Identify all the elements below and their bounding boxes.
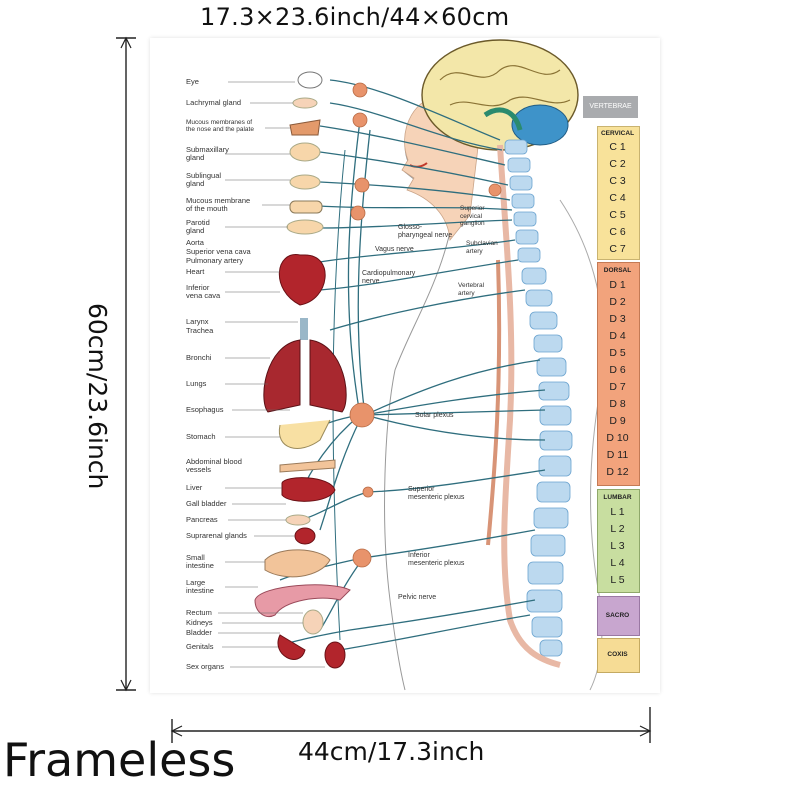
coxis-block [597, 638, 640, 673]
sacro-title: SACRO [605, 612, 630, 619]
ganglia [349, 82, 502, 568]
label-genitals: Genitals [186, 642, 214, 651]
label-large-intestine: Large intestine [186, 578, 214, 595]
vertebra-l4: L 4 [610, 557, 625, 569]
label-subclavian-artery: Subclavian artery [466, 240, 498, 255]
vertebra-l2: L 2 [610, 523, 625, 535]
label-vertebral-artery: Vertebral artery [458, 282, 485, 297]
vertebra-d7: D 7 [609, 381, 626, 393]
cervical-block [597, 126, 640, 260]
label-gall-bladder: Gall bladder [186, 499, 227, 508]
organs [254, 71, 351, 669]
label-liver: Liver [186, 483, 203, 492]
label-stomach: Stomach [186, 432, 216, 441]
label-parotid: Parotid gland [186, 218, 210, 235]
label-vagus-nerve: Vagus nerve [375, 246, 414, 253]
lumbar-block [597, 489, 640, 593]
spine [504, 139, 573, 657]
lumbar-title: LUMBAR [603, 494, 632, 501]
label-larynx: Larynx [186, 317, 209, 326]
sacro-block [597, 596, 640, 636]
coxis-title: COXIS [607, 651, 628, 658]
vertebra-c4: C 4 [609, 192, 626, 204]
label-solar-plexus: Solar plexus [415, 412, 454, 419]
label-small-intestine: Small intestine [186, 553, 214, 570]
cervical-title: CERVICAL [600, 130, 635, 137]
label-heart: Heart [186, 267, 205, 276]
frameless-label: Frameless [3, 733, 236, 787]
label-rectum: Rectum [186, 608, 212, 617]
label-lachrymal-gland: Lachrymal gland [186, 98, 242, 107]
vertebrae-header: VERTEBRAE [583, 96, 638, 118]
label-sublingual: Sublingual gland [186, 171, 222, 188]
vertebra-c3: C 3 [609, 175, 626, 187]
label-submaxillary: Submaxillary gland [186, 145, 229, 162]
vertebra-d2: D 2 [609, 296, 626, 308]
label-abdominal-blood-vessels: Abdominal blood vessels [186, 457, 242, 474]
label-inferior-vena-cava: Inferior vena cava [186, 283, 221, 300]
vertebra-c5: C 5 [609, 209, 626, 221]
label-suprarenal-glands: Suprarenal glands [186, 531, 247, 540]
label-bladder: Bladder [186, 628, 212, 637]
vertebra-d1: D 1 [609, 279, 626, 291]
label-pulmonary-artery: Pulmonary artery [186, 256, 244, 265]
label-mucous-mouth: Mucous membrane of the mouth [186, 196, 251, 213]
vertebra-d3: D 3 [609, 313, 626, 325]
dorsal-block [597, 262, 640, 486]
width-label: 44cm/17.3inch [298, 737, 485, 766]
vertebra-d9: D 9 [609, 415, 626, 427]
vertebra-d5: D 5 [609, 347, 626, 359]
label-mucous-nose: Mucous membranes of the nose and the pal… [186, 119, 254, 133]
label-esophagus: Esophagus [186, 405, 224, 414]
vertebra-d12: D 12 [606, 466, 629, 478]
vertebra-l3: L 3 [610, 540, 625, 552]
label-superior-mesenteric-plexus: Superior mesenteric plexus [408, 486, 465, 501]
vertebra-d6: D 6 [609, 364, 626, 376]
vertebra-d10: D 10 [606, 432, 629, 444]
vertebra-c1: C 1 [609, 141, 626, 153]
label-eye: Eye [186, 77, 199, 86]
vertebra-d4: D 4 [609, 330, 626, 342]
label-superior-cervical-ganglion: Superior cervical ganglion [460, 205, 485, 227]
vertebra-d8: D 8 [609, 398, 626, 410]
vertebra-l5: L 5 [610, 574, 625, 586]
label-lungs: Lungs [186, 379, 207, 388]
label-kidneys: Kidneys [186, 618, 213, 627]
size-label: 17.3×23.6inch/44×60cm [200, 3, 510, 31]
label-glosso-pharyngeal-nerve: Glosso- pharyngeal nerve [398, 224, 453, 239]
label-cardiopulmonary-nerve: Cardiopulmonary nerve [362, 270, 416, 285]
vertebra-c7: C 7 [609, 243, 626, 255]
leader-lines [218, 81, 325, 668]
dorsal-title: DORSAL [603, 267, 632, 274]
vertebra-c2: C 2 [609, 158, 626, 170]
label-inferior-mesenteric-plexus: Inferior mesenteric plexus [408, 552, 465, 567]
label-sex-organs: Sex organs [186, 662, 224, 671]
vertebra-d11: D 11 [606, 449, 629, 461]
label-pancreas: Pancreas [186, 515, 218, 524]
label-bronchi: Bronchi [186, 353, 212, 362]
label-aorta: Aorta [186, 238, 204, 247]
label-trachea: Trachea [186, 326, 214, 335]
vertebra-l1: L 1 [610, 506, 625, 518]
vertebra-c6: C 6 [609, 226, 626, 238]
label-superior-vena-cava: Superior vena cava [186, 247, 251, 256]
label-pelvic-nerve: Pelvic nerve [398, 594, 437, 601]
